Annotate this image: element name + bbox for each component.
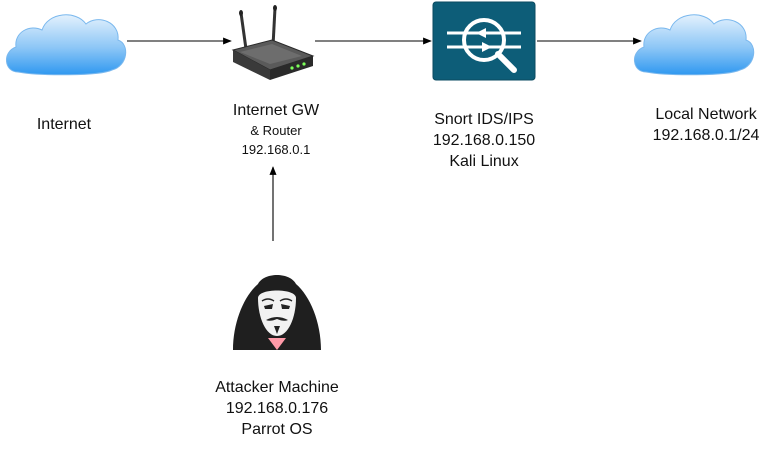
- attacker-label-line3: Parrot OS: [241, 421, 313, 438]
- router-label-line3: 192.168.0.1: [241, 142, 311, 157]
- snort-label-line1: Snort IDS/IPS: [434, 111, 534, 128]
- snort-label-line2: 192.168.0.150: [432, 132, 536, 149]
- attacker-label-line1: Attacker Machine: [215, 379, 339, 396]
- internet-label-text: Internet: [36, 116, 92, 133]
- router-label-line2: & Router: [250, 123, 302, 138]
- hacker-icon: [233, 275, 321, 350]
- snort-label: Snort IDS/IPS 192.168.0.150 Kali Linux: [414, 109, 554, 172]
- attacker-label: Attacker Machine 192.168.0.176 Parrot OS: [192, 377, 362, 440]
- router-label-line1: Internet GW: [232, 102, 320, 119]
- local-network-label-line1: Local Network: [655, 106, 757, 123]
- snort-label-line3: Kali Linux: [449, 153, 519, 170]
- attacker-label-line2: 192.168.0.176: [225, 400, 329, 417]
- router-label: Internet GW & Router 192.168.0.1: [206, 100, 346, 159]
- local-network-label: Local Network 192.168.0.1/24: [636, 104, 776, 146]
- ids-icon: [432, 1, 536, 81]
- local-network-label-line2: 192.168.0.1/24: [652, 127, 760, 144]
- connectors: [127, 37, 642, 241]
- router-icon: [231, 5, 315, 80]
- internet-cloud-icon: [6, 14, 127, 76]
- internet-label: Internet: [24, 114, 104, 135]
- local-network-cloud-icon: [634, 14, 755, 76]
